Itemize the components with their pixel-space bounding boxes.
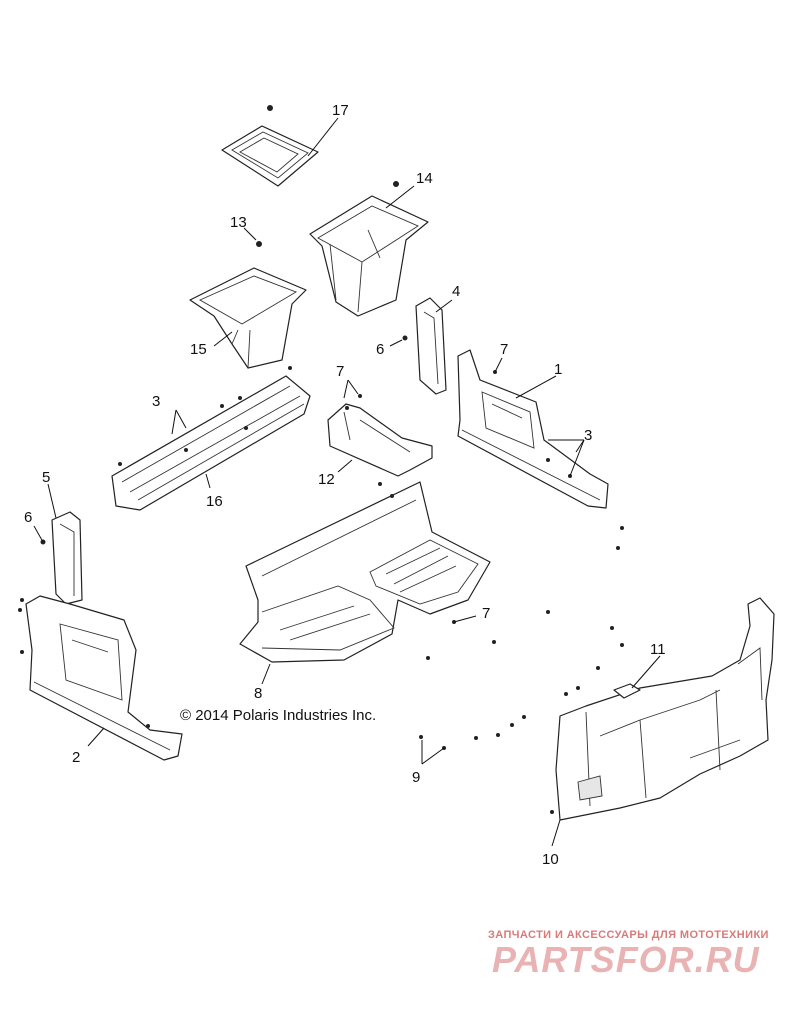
callout-17: 17 (332, 102, 349, 119)
callout-8: 8 (254, 685, 262, 702)
callout-3a: 3 (152, 393, 160, 410)
callout-numbers: 17 14 13 15 4 6 7 1 3 7 3 12 16 5 6 7 11… (24, 102, 666, 868)
callout-16: 16 (206, 493, 223, 510)
callout-14: 14 (416, 170, 433, 187)
callout-2: 2 (72, 749, 80, 766)
callout-1: 1 (554, 361, 562, 378)
callout-7b: 7 (336, 363, 344, 380)
part-17-tray-lid (221, 105, 319, 187)
part-15-storage-bin (189, 267, 307, 369)
callout-12: 12 (318, 471, 335, 488)
callout-7c: 7 (482, 605, 490, 622)
part-10-right-rear-panel (550, 597, 775, 821)
callout-7a: 7 (500, 341, 508, 358)
callout-6a: 6 (376, 341, 384, 358)
callout-11: 11 (650, 641, 666, 658)
callout-5: 5 (42, 469, 50, 486)
part-5-side-bracket (40, 511, 83, 605)
leader-lines (33, 117, 661, 847)
watermark-subtitle: ЗАПЧАСТИ И АКСЕССУАРЫ ДЛЯ МОТОТЕХНИКИ (488, 929, 769, 941)
watermark-brand: PARTSFOR.RU (492, 939, 760, 980)
part-11-clip (613, 683, 641, 699)
callout-10: 10 (542, 851, 559, 868)
callout-15: 15 (190, 341, 207, 358)
callout-9: 9 (412, 769, 420, 786)
callout-4: 4 (452, 283, 460, 300)
part-14-storage-bin (309, 181, 429, 317)
callout-13: 13 (230, 214, 247, 231)
part-4-side-bracket (402, 297, 447, 395)
copyright-notice: © 2014 Polaris Industries Inc. (180, 707, 377, 724)
part-13-fastener (256, 241, 262, 247)
part-8-floor-pan (239, 481, 491, 663)
part-16-long-bracket (111, 366, 311, 511)
loose-fasteners (419, 526, 624, 750)
callout-3b: 3 (584, 427, 592, 444)
part-2-left-side-panel (18, 595, 183, 761)
callout-6b: 6 (24, 509, 32, 526)
part-12-bracket (327, 394, 433, 477)
